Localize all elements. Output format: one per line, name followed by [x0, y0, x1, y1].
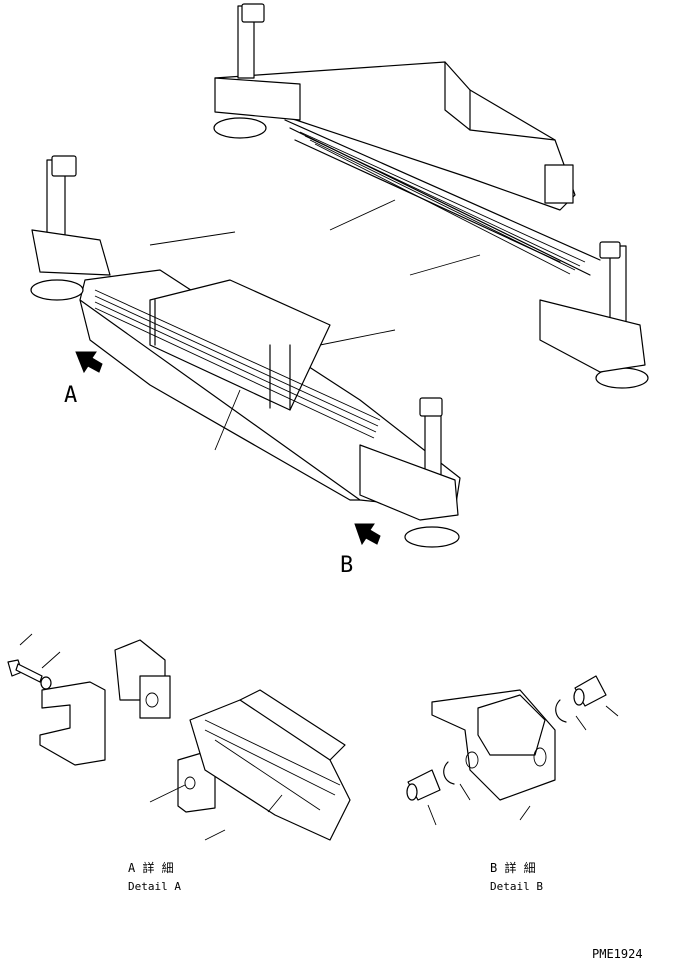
- arrow-b-group: B: [340, 523, 381, 578]
- washer: [40, 676, 52, 690]
- bracket-block: [139, 675, 171, 719]
- detail-a-jp-label: A 詳 細: [128, 860, 174, 875]
- detail-a-caption: A 詳 細 Detail A: [128, 860, 181, 893]
- detail-b-jp-label: B 詳 細: [490, 860, 536, 875]
- main-frame-assembly: [30, 3, 649, 548]
- arrow-a-group: A: [64, 351, 103, 408]
- mounting-bracket: [39, 681, 106, 766]
- detail-b-drawing: [406, 675, 619, 826]
- detail-a-en-label: Detail A: [128, 880, 181, 893]
- detail-b-caption: B 詳 細 Detail B: [490, 860, 543, 893]
- snap-ring-left: [443, 761, 455, 785]
- drawing-code: PME1924: [592, 947, 643, 961]
- arrow-a-label: A: [64, 383, 77, 408]
- left-jack-pad: [30, 279, 84, 301]
- rear-left-jack-pad: [213, 117, 267, 139]
- arrow-b-label: B: [340, 553, 353, 578]
- center-housing: [149, 279, 331, 411]
- rear-bracket: [544, 164, 574, 204]
- arrow-a-icon: [75, 351, 103, 374]
- detail-b-en-label: Detail B: [490, 880, 543, 893]
- detail-a-drawing: [7, 633, 351, 841]
- snap-ring-right: [555, 699, 567, 723]
- front-right-jack-pad: [404, 526, 460, 548]
- arrow-b-icon: [354, 523, 381, 546]
- hydraulic-cylinder: [189, 699, 351, 841]
